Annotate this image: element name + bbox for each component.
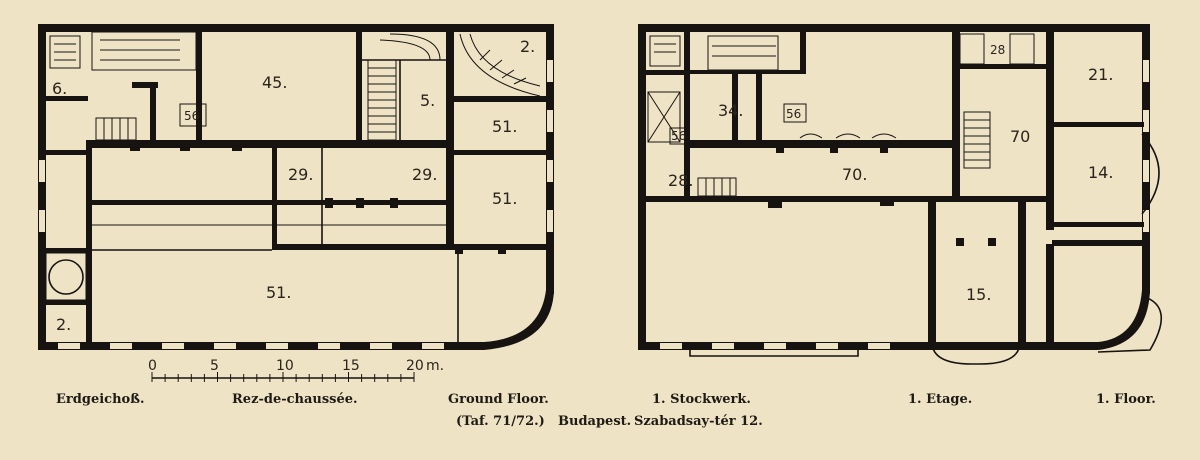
room-label-28-top: 28 bbox=[990, 43, 1005, 57]
room-label-28: 28. bbox=[668, 171, 693, 190]
room-label-56-a: 56 bbox=[786, 107, 801, 121]
caption-first-en: 1. Floor. bbox=[1096, 392, 1156, 407]
caption-ground-fr: Rez-de-chaussée. bbox=[232, 392, 358, 407]
scale-tick-label-0: 0 bbox=[148, 358, 157, 374]
room-label-45: 45. bbox=[262, 73, 287, 92]
footer-city: Budapest. bbox=[558, 414, 632, 429]
scale-bar: 0 5 10 15 20 m. bbox=[148, 358, 444, 382]
caption-ground-de: Erdgeichoß. bbox=[56, 392, 145, 407]
room-label-56: 56 bbox=[184, 109, 199, 123]
room-label-29-b: 29. bbox=[412, 165, 437, 184]
room-label-70-b: 70. bbox=[842, 165, 867, 184]
room-label-51-a: 51. bbox=[492, 117, 517, 136]
scale-unit: m. bbox=[426, 358, 444, 374]
room-label-51-b: 51. bbox=[492, 189, 517, 208]
caption-ground-en: Ground Floor. bbox=[448, 392, 549, 407]
room-label-34: 34. bbox=[718, 101, 743, 120]
footer-plate-number: (Taf. 71/72.) bbox=[456, 414, 545, 429]
scale-tick-label-5: 5 bbox=[210, 358, 219, 374]
room-label-29-a: 29. bbox=[288, 165, 313, 184]
room-label-2-bottom: 2. bbox=[56, 315, 71, 334]
room-label-14: 14. bbox=[1088, 163, 1113, 182]
caption-first-de: 1. Stockwerk. bbox=[652, 392, 751, 407]
room-label-5: 5. bbox=[420, 91, 435, 110]
room-label-51-main: 51. bbox=[266, 283, 291, 302]
room-label-70-a: 70 bbox=[1010, 127, 1030, 146]
room-label-21: 21. bbox=[1088, 65, 1113, 84]
caption-first-fr: 1. Etage. bbox=[908, 392, 973, 407]
room-label-6: 6. bbox=[52, 79, 67, 98]
room-label-15: 15. bbox=[966, 285, 991, 304]
footer-address: Szabadsay-tér 12. bbox=[634, 414, 763, 429]
room-label-2-top: 2. bbox=[520, 37, 535, 56]
scale-tick-label-20: 20 bbox=[406, 358, 424, 374]
room-label-56-b: 56 bbox=[671, 129, 686, 143]
ground-floor-plan: 6. 45. 56 5. 2. 51. 51. 29. 29. 51. 2. bbox=[38, 24, 554, 350]
scale-tick-label-10: 10 bbox=[276, 358, 294, 374]
first-floor-plan: 34. 56 56 28 21. 70 70. 14. 28. 15. bbox=[638, 24, 1163, 365]
scale-tick-label-15: 15 bbox=[342, 358, 360, 374]
